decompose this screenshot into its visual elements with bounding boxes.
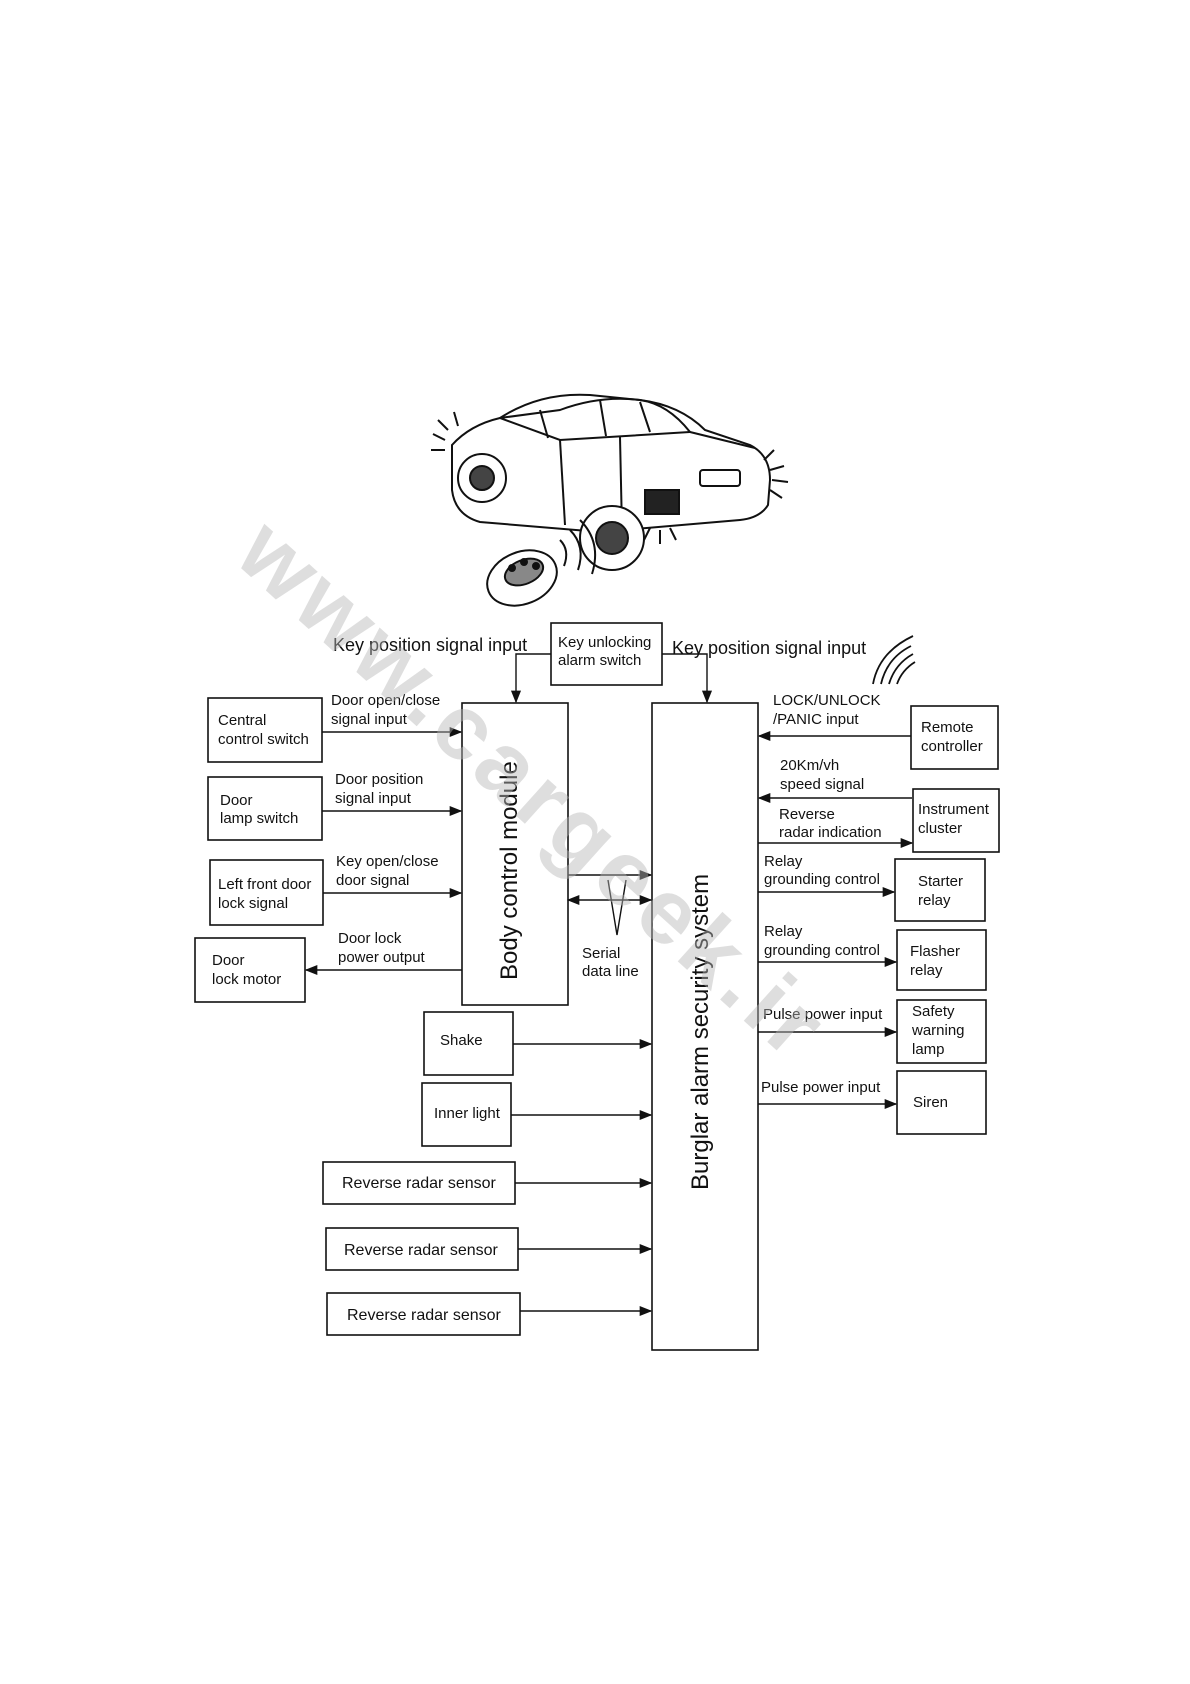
left-front-lock-line2: lock signal (218, 895, 288, 912)
inner-light-label: Inner light (434, 1105, 501, 1122)
left-front-door-lock-box (209, 859, 324, 926)
door-lock-motor-line2: lock motor (212, 971, 281, 988)
flasher-line2: relay (910, 962, 943, 979)
lock-unlock-line2: /PANIC input (773, 711, 859, 728)
door-open-close-line1: Door open/close (331, 692, 440, 709)
reverse-radar-2-label: Reverse radar sensor (344, 1242, 499, 1259)
speed-signal-line1: 20Km/vh (780, 757, 839, 774)
key-unlocking-switch-line1: Key unlocking (558, 634, 651, 651)
reverse-radar-sensor-1-box (322, 1161, 516, 1205)
door-lock-power-line1: Door lock (338, 930, 402, 947)
remote-line2: controller (921, 738, 983, 755)
reverse-radar-1-label: Reverse radar sensor (342, 1175, 497, 1192)
speed-signal-line2: speed signal (780, 776, 864, 793)
door-lock-motor-box (194, 937, 306, 1003)
central-control-switch-box (207, 697, 323, 763)
key-open-close-line1: Key open/close (336, 853, 439, 870)
key-open-close-line2: door signal (336, 872, 409, 889)
key-switch-to-bcm-arrow (510, 653, 551, 704)
relay-ground-2-line1: Relay (764, 923, 803, 940)
remote-controller-box (910, 705, 999, 770)
door-lock-motor-line1: Door (212, 952, 245, 969)
door-position-line2: signal input (335, 790, 412, 807)
burglar-alarm-label: Burglar alarm security system (687, 874, 714, 1190)
starter-line1: Starter (918, 873, 963, 890)
serial-line-label-1: Serial (582, 945, 620, 962)
door-open-close-line2: signal input (331, 711, 408, 728)
starter-relay-box (894, 858, 986, 922)
key-position-label-right: Key position signal input (672, 638, 866, 658)
remote-signal-waves (872, 635, 916, 685)
car-illustration (431, 393, 789, 607)
safety-lamp-line1: Safety (912, 1003, 955, 1020)
inner-light-box (421, 1082, 512, 1147)
key-unlocking-switch-line2: alarm switch (558, 652, 641, 669)
door-lamp-switch-box (207, 776, 323, 841)
reverse-radar-ind-line1: Reverse (779, 806, 835, 823)
serial-line-pointer (607, 879, 627, 936)
reverse-radar-ind-line2: radar indication (779, 824, 882, 841)
lock-unlock-line1: LOCK/UNLOCK (773, 692, 881, 709)
reverse-radar-sensor-3-box (326, 1292, 521, 1336)
siren-box (896, 1070, 987, 1135)
body-control-module-box (461, 702, 569, 1006)
central-switch-line1: Central (218, 712, 266, 729)
reverse-radar-3-label: Reverse radar sensor (347, 1307, 502, 1324)
shake-sensor-box (423, 1011, 514, 1076)
door-lamp-line1: Door (220, 792, 253, 809)
central-switch-line2: control switch (218, 731, 309, 748)
instrument-line2: cluster (918, 820, 962, 837)
safety-warning-lamp-box (896, 999, 987, 1064)
key-position-label-left: Key position signal input (333, 635, 527, 655)
serial-line-label-2: data line (582, 963, 639, 980)
left-front-lock-line1: Left front door (218, 876, 311, 893)
siren-label: Siren (913, 1094, 948, 1111)
relay-ground-2-line2: grounding control (764, 942, 880, 959)
pulse-power-2-label: Pulse power input (761, 1079, 881, 1096)
key-switch-to-alarm-arrow (662, 653, 713, 704)
door-position-line1: Door position (335, 771, 423, 788)
safety-lamp-line3: lamp (912, 1041, 945, 1058)
instrument-cluster-box (912, 788, 1000, 853)
starter-line2: relay (918, 892, 951, 909)
remote-line1: Remote (921, 719, 974, 736)
door-lamp-line2: lamp switch (220, 810, 298, 827)
instrument-line1: Instrument (918, 801, 990, 818)
flasher-relay-box (896, 929, 987, 991)
body-control-module-label: Body control module (496, 761, 523, 980)
relay-ground-1-line1: Relay (764, 853, 803, 870)
relay-ground-1-line2: grounding control (764, 871, 880, 888)
door-lock-power-line2: power output (338, 949, 426, 966)
flasher-line1: Flasher (910, 943, 960, 960)
safety-lamp-line2: warning (911, 1022, 965, 1039)
pulse-power-1-label: Pulse power input (763, 1006, 883, 1023)
shake-label: Shake (440, 1032, 483, 1049)
